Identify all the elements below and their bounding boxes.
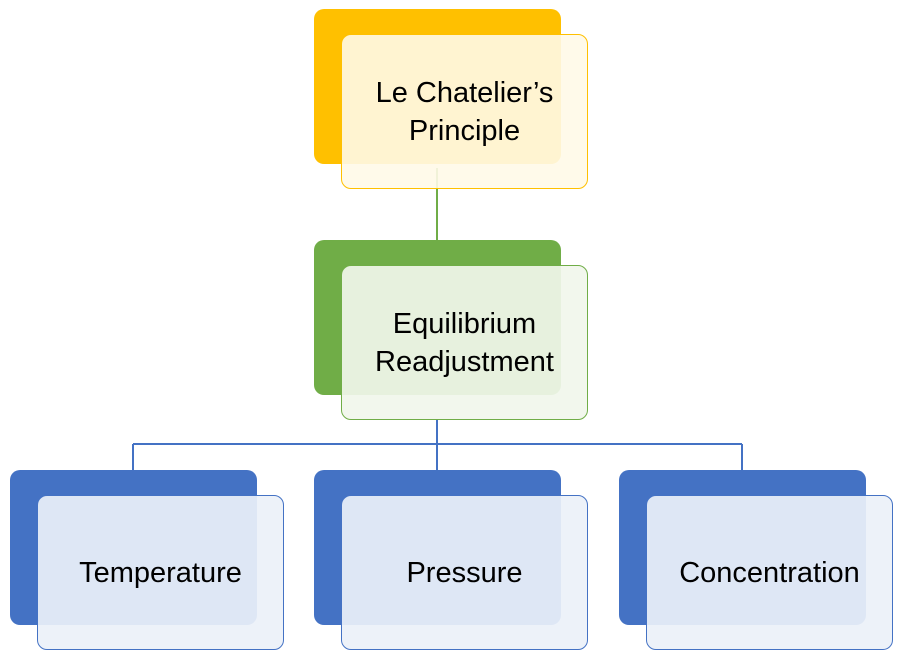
node-label: Pressure <box>406 556 523 589</box>
node-label: Equilibrium Readjustment <box>375 307 554 378</box>
node-card: Concentration <box>646 495 893 650</box>
node-label: Temperature <box>79 556 242 589</box>
node-label: Concentration <box>679 556 860 589</box>
node-card: Le Chatelier’s Principle <box>341 34 588 189</box>
node-label: Le Chatelier’s Principle <box>375 76 554 147</box>
node-card: Pressure <box>341 495 588 650</box>
node-card: Equilibrium Readjustment <box>341 265 588 420</box>
node-card: Temperature <box>37 495 284 650</box>
